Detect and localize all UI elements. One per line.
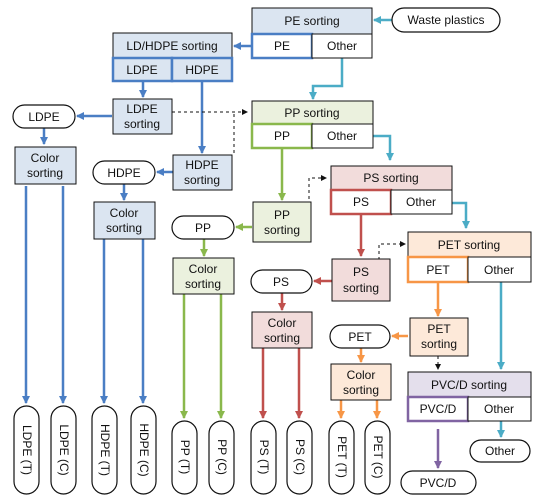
output-pills: LDPE (T) LDPE (C) HDPE (T) HDPE (C) PP (… bbox=[13, 405, 391, 495]
output-ps-c-label: PS (C) bbox=[293, 439, 307, 475]
pet-sub-sorting-node: PET sorting bbox=[409, 317, 469, 357]
pet-color-sorting-node: Color sorting bbox=[330, 363, 392, 401]
output-ldpe-t-label: LDPE (T) bbox=[20, 425, 34, 475]
pp-color-line2: sorting bbox=[185, 277, 221, 291]
pet-sorting-out-other: Other bbox=[484, 263, 514, 277]
ldhdpe-out-ldpe: LDPE bbox=[126, 63, 157, 77]
output-pet-c: PET (C) bbox=[364, 420, 391, 495]
hdpe-product-label: HDPE bbox=[107, 166, 140, 180]
hdpe-product-node: HDPE bbox=[92, 160, 156, 185]
arrow-ppother-to-ps bbox=[373, 134, 394, 161]
output-pet-c-label: PET (C) bbox=[371, 435, 385, 478]
ldpe-product-label: LDPE bbox=[28, 110, 59, 124]
pet-sub-sorting-title-1: PET bbox=[427, 322, 451, 336]
pe-sorting-title: PE sorting bbox=[284, 14, 339, 28]
ps-color-line2: sorting bbox=[264, 331, 300, 345]
output-pp-c-label: PP (C) bbox=[215, 439, 229, 475]
arrow-psother-to-pet bbox=[452, 201, 470, 229]
hdpe-color-sorting-node: Color sorting bbox=[93, 201, 156, 240]
ldpe-color-line1: Color bbox=[31, 151, 60, 165]
dashed-ppsort-to-ps bbox=[308, 175, 327, 205]
pvcd-final-product-node: PVC/D bbox=[400, 470, 477, 495]
pvcd-final-product-label: PVC/D bbox=[420, 476, 457, 490]
ps-sub-sorting-title-1: PS bbox=[353, 265, 369, 279]
pet-sorting-node: PET sorting PET Other bbox=[406, 231, 532, 284]
ldpe-color-line2: sorting bbox=[27, 166, 63, 180]
ldpe-product-node: LDPE bbox=[12, 104, 76, 129]
pp-sorting-out-other: Other bbox=[327, 129, 357, 143]
ps-sorting-node: PS sorting PS Other bbox=[329, 165, 453, 216]
output-pet-t: PET (T) bbox=[328, 420, 355, 495]
pp-color-line1: Color bbox=[189, 262, 218, 276]
output-hdpe-c: HDPE (C) bbox=[130, 405, 157, 495]
pet-color-line2: sorting bbox=[343, 383, 379, 397]
ldpe-sorting-node: LDPE sorting bbox=[112, 98, 173, 135]
ps-sorting-out-other: Other bbox=[406, 195, 436, 209]
pvcd-sorting-out-pvcd: PVC/D bbox=[420, 402, 457, 416]
ldhdpe-out-hdpe: HDPE bbox=[185, 63, 218, 77]
ps-sub-sorting-node: PS sorting bbox=[331, 258, 391, 302]
pp-sub-sorting-title-1: PP bbox=[274, 208, 290, 222]
pvcd-sorting-title: PVC/D sorting bbox=[431, 378, 507, 392]
pvcd-final-other-label: Other bbox=[485, 444, 515, 458]
pp-color-sorting-node: Color sorting bbox=[172, 257, 235, 295]
output-ldpe-c: LDPE (C) bbox=[50, 405, 77, 495]
ps-sub-sorting-title-2: sorting bbox=[343, 281, 379, 295]
hdpe-sorting-title-2: sorting bbox=[184, 173, 220, 187]
ldpe-color-sorting-node: Color sorting bbox=[14, 146, 77, 185]
ldhdpe-sorting-node: LD/HDPE sorting LDPE HDPE bbox=[111, 32, 234, 83]
output-ps-t: PS (T) bbox=[250, 420, 277, 495]
pp-sub-sorting-node: PP sorting bbox=[252, 201, 312, 243]
pe-sorting-node: PE sorting PE Other bbox=[250, 7, 373, 60]
ldhdpe-sorting-title: LD/HDPE sorting bbox=[126, 39, 217, 53]
pet-color-line1: Color bbox=[347, 368, 376, 382]
ps-sorting-out-ps: PS bbox=[353, 195, 369, 209]
pet-product-label: PET bbox=[348, 330, 372, 344]
ps-product-node: PS bbox=[250, 269, 313, 294]
ldpe-sorting-title-2: sorting bbox=[124, 117, 160, 131]
pvcd-sorting-out-other: Other bbox=[484, 402, 514, 416]
pp-product-node: PP bbox=[171, 215, 235, 240]
pvcd-sorting-node: PVC/D sorting PVC/D Other bbox=[406, 371, 532, 423]
output-ldpe-c-label: LDPE (C) bbox=[57, 424, 71, 475]
pe-sorting-out-pe: PE bbox=[274, 39, 290, 53]
connectors bbox=[22, 16, 505, 469]
output-pp-c: PP (C) bbox=[208, 420, 235, 495]
output-ps-c: PS (C) bbox=[286, 420, 313, 495]
output-ldpe-t: LDPE (T) bbox=[13, 405, 40, 495]
pet-sub-sorting-title-2: sorting bbox=[421, 337, 457, 351]
output-pet-t-label: PET (T) bbox=[335, 436, 349, 478]
ps-product-label: PS bbox=[273, 275, 289, 289]
ps-sorting-title: PS sorting bbox=[363, 171, 418, 185]
pet-sorting-title: PET sorting bbox=[438, 238, 500, 252]
ps-color-line1: Color bbox=[268, 316, 297, 330]
output-ps-t-label: PS (T) bbox=[257, 440, 271, 475]
dashed-pssort-to-pet bbox=[378, 241, 406, 260]
hdpe-sorting-node: HDPE sorting bbox=[172, 154, 233, 191]
waste-plastics-node: Waste plastics bbox=[391, 7, 501, 33]
ldpe-sorting-title-1: LDPE bbox=[126, 102, 157, 116]
pp-sorting-title: PP sorting bbox=[284, 106, 339, 120]
pp-sorting-node: PP sorting PP Other bbox=[250, 100, 374, 150]
hdpe-sorting-title-1: HDPE bbox=[185, 158, 218, 172]
output-hdpe-c-label: HDPE (C) bbox=[137, 423, 151, 476]
hdpe-color-line1: Color bbox=[110, 206, 139, 220]
output-pp-t-label: PP (T) bbox=[178, 440, 192, 474]
output-hdpe-t: HDPE (T) bbox=[91, 405, 118, 495]
pet-product-node: PET bbox=[329, 324, 391, 349]
pe-sorting-out-other: Other bbox=[327, 39, 357, 53]
pp-sorting-out-pp: PP bbox=[274, 129, 290, 143]
hdpe-color-line2: sorting bbox=[106, 221, 142, 235]
output-hdpe-t-label: HDPE (T) bbox=[98, 424, 112, 476]
waste-plastics-label: Waste plastics bbox=[408, 13, 485, 27]
pp-product-label: PP bbox=[195, 221, 211, 235]
arrow-peother-to-pp bbox=[309, 58, 344, 100]
pp-sub-sorting-title-2: sorting bbox=[264, 223, 300, 237]
ps-color-sorting-node: Color sorting bbox=[251, 311, 313, 349]
pvcd-final-other-node: Other bbox=[469, 439, 531, 463]
pet-sorting-out-pet: PET bbox=[426, 263, 450, 277]
output-pp-t: PP (T) bbox=[171, 420, 198, 495]
